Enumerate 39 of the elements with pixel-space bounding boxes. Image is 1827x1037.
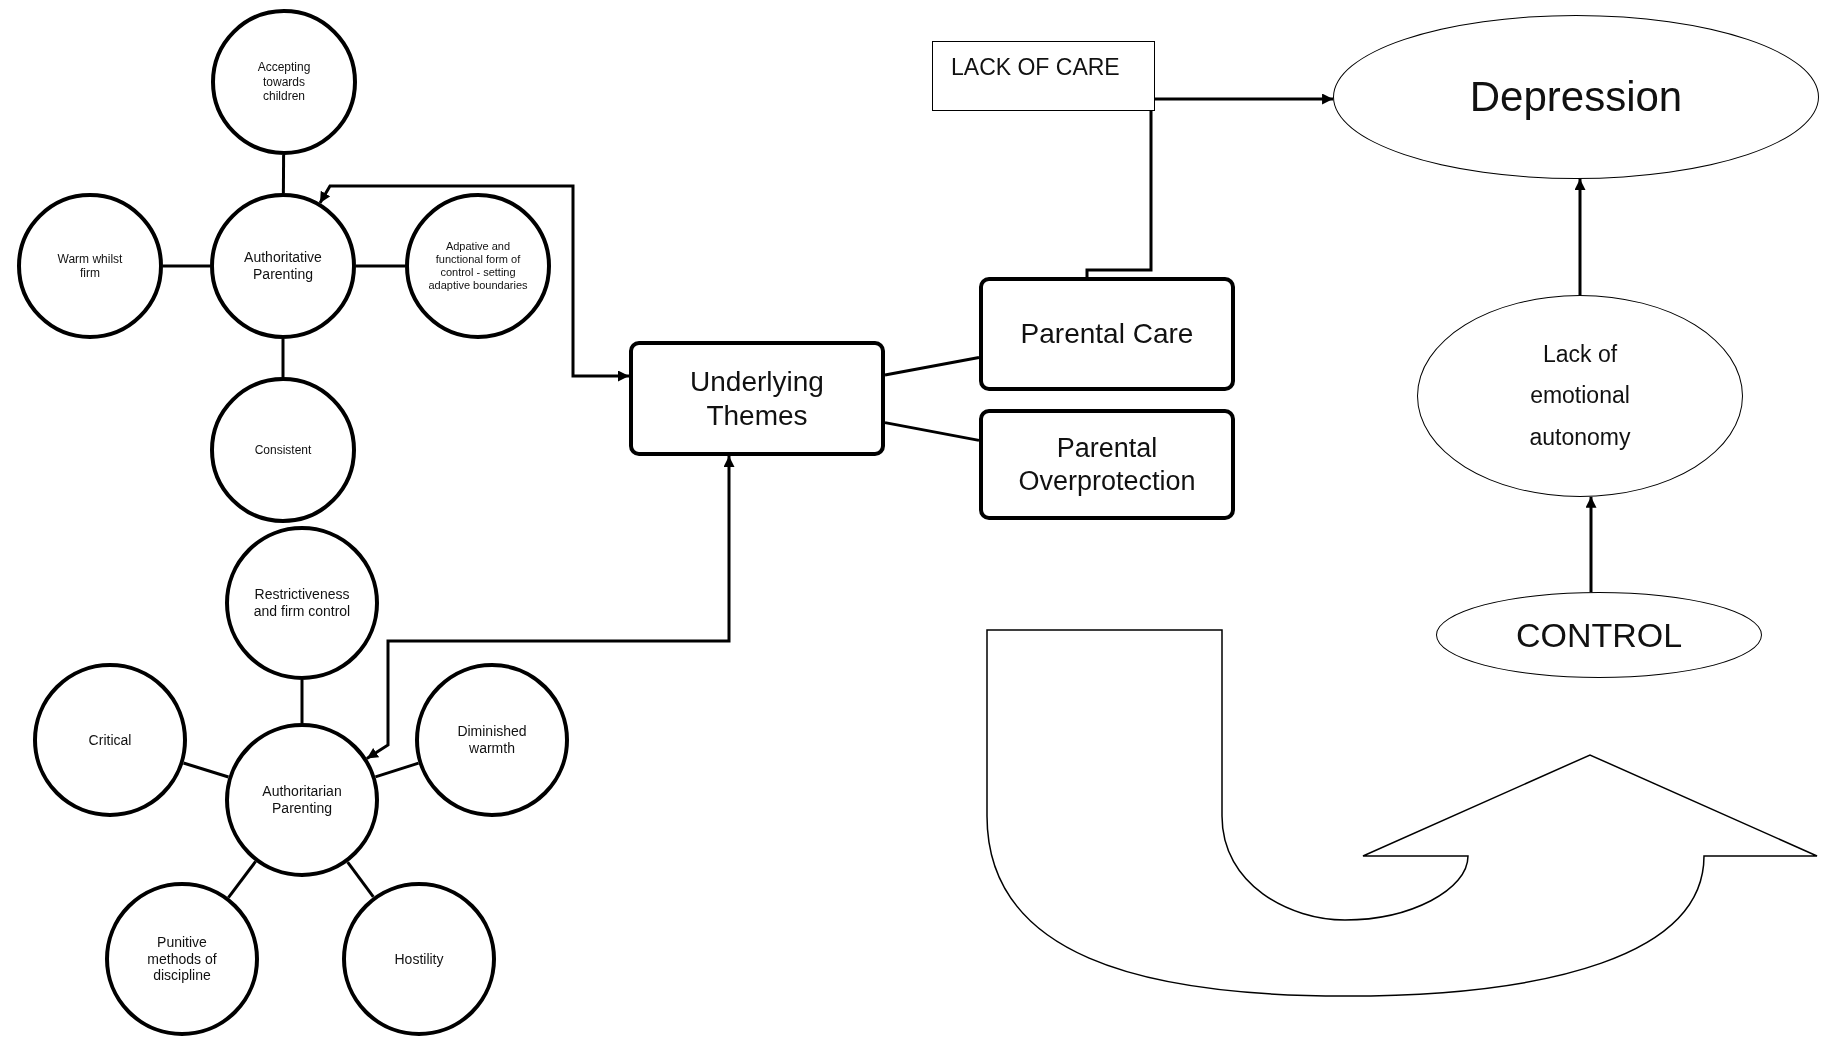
node-label: Underlying Themes xyxy=(689,364,825,433)
arrow xyxy=(1155,93,1334,105)
node-label: Parental Care xyxy=(1020,317,1194,351)
node-label: CONTROL xyxy=(1515,614,1683,656)
theme-box xyxy=(629,341,885,456)
arrow xyxy=(366,456,735,760)
connector-line xyxy=(227,860,257,899)
arrow xyxy=(1574,179,1586,295)
connector-line xyxy=(163,264,210,268)
node-label: Restrictiveness and firm control xyxy=(253,586,351,620)
connector-line xyxy=(300,680,304,723)
theme-box xyxy=(979,409,1235,520)
node-label: Consistent xyxy=(254,442,312,458)
node-label: Depression xyxy=(1469,71,1683,122)
connector-line xyxy=(281,339,285,377)
node-label: Diminished warmth xyxy=(456,723,528,757)
label-box xyxy=(932,41,1155,111)
node-label: Authoritarian Parenting xyxy=(261,783,343,817)
node-label: Warm whilst firm xyxy=(57,251,123,281)
node-label: Hostility xyxy=(394,950,444,968)
node-label: Authoritative Parenting xyxy=(243,249,323,283)
node-label: Punitive methods of discipline xyxy=(146,933,218,985)
connector-line xyxy=(183,761,229,779)
node-label: Critical xyxy=(88,731,132,749)
theme-box xyxy=(979,277,1235,391)
connector-line xyxy=(884,356,980,377)
connector-line xyxy=(374,761,420,779)
node-label: LACK OF CARE xyxy=(951,54,1120,82)
arrow xyxy=(1585,496,1597,593)
node-label: Adpative and functional form of control - setting adaptive boundaries xyxy=(427,239,529,293)
connector-line xyxy=(346,861,375,898)
node-label: Parental Overprotection xyxy=(1017,432,1197,497)
connector-line xyxy=(281,155,286,193)
arrow xyxy=(318,184,629,382)
connector-line xyxy=(1085,111,1153,277)
node-label: Lack of emotional autonomy xyxy=(1528,339,1632,452)
node-label: Accepting towards children xyxy=(256,60,312,104)
connector-line xyxy=(884,421,980,442)
connector-line xyxy=(356,264,405,268)
